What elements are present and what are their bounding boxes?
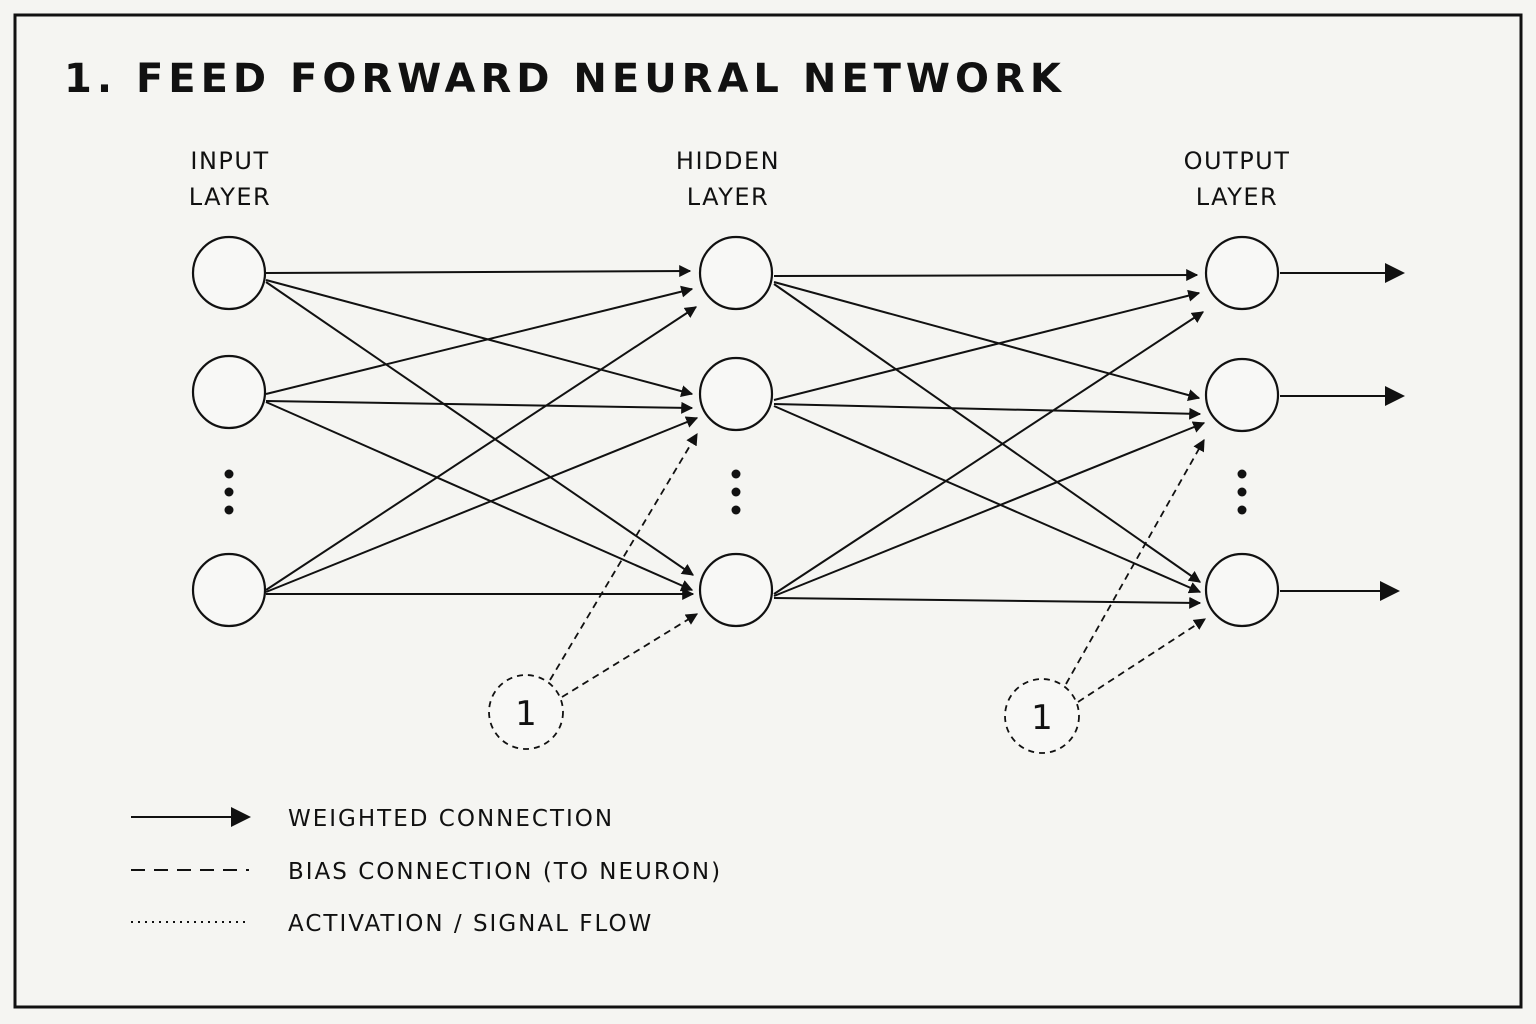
diagram-title: 1. FEED FORWARD NEURAL NETWORK [64,56,1066,102]
bias-node-label: 1 [515,694,537,734]
hidden-layer-label-line1: HIDDEN [676,147,780,175]
bias-connection [1077,618,1207,703]
weighted-connection [773,283,1201,583]
weighted-connection [773,405,1202,594]
bias-node-hidden: 1 [488,674,564,750]
weighted-connection [773,421,1206,597]
ellipsis-dots [1237,469,1247,515]
legend: WEIGHTED CONNECTION BIAS CONNECTION (TO … [131,806,722,937]
bias-connections [549,432,1207,703]
weighted-connection [265,285,694,395]
diagram-frame [13,13,1523,1009]
bias-node-output: 1 [1004,678,1080,754]
weighted-connection [265,279,694,398]
weighted-connection [265,416,699,593]
legend-weighted-label: WEIGHTED CONNECTION [288,806,614,832]
legend-bias-label: BIAS CONNECTION (TO NEURON) [288,859,722,885]
output-layer [1204,235,1280,628]
weighted-connection [773,281,1201,401]
output-layer-label-line2: LAYER [1196,183,1278,211]
weighted-connection [265,401,694,592]
hidden-layer [698,235,774,628]
weighted-connection [773,596,1202,609]
weighted-connection [265,400,694,414]
bias-connection [1065,438,1205,685]
weighted-connection [773,403,1202,420]
weighted-connection [773,311,1205,595]
weighted-connection [265,281,694,576]
hidden-neuron [698,356,774,432]
input-neuron [191,354,267,430]
weighted-connection [773,289,1201,401]
hidden-layer-label-line2: LAYER [687,183,769,211]
output-neuron [1204,357,1280,433]
weighted-connection [773,269,1199,282]
legend-activation-label: ACTIVATION / SIGNAL FLOW [288,911,653,937]
hidden-neuron [698,235,774,311]
weighted-connection [265,306,698,591]
input-neuron [191,552,267,628]
input-neuron [191,235,267,311]
ellipsis-dots [224,469,234,515]
bias-node-circle [488,674,564,750]
input-to-hidden-connections [265,265,699,600]
output-layer-label-line1: OUTPUT [1184,147,1291,175]
input-layer-label-line1: INPUT [190,147,269,175]
ellipsis-dots [731,469,741,515]
bias-connection [549,432,698,681]
input-layer-label-line2: LAYER [189,183,271,211]
bias-node-circle [1004,678,1080,754]
bias-connection [561,613,699,698]
hidden-neuron [698,552,774,628]
bias-node-label: 1 [1031,698,1053,738]
weighted-connection [265,265,692,278]
output-neuron [1204,552,1280,628]
hidden-to-output-connections [773,269,1206,609]
output-signal-arrows [1280,263,1405,601]
output-neuron [1204,235,1280,311]
input-layer [191,235,267,628]
